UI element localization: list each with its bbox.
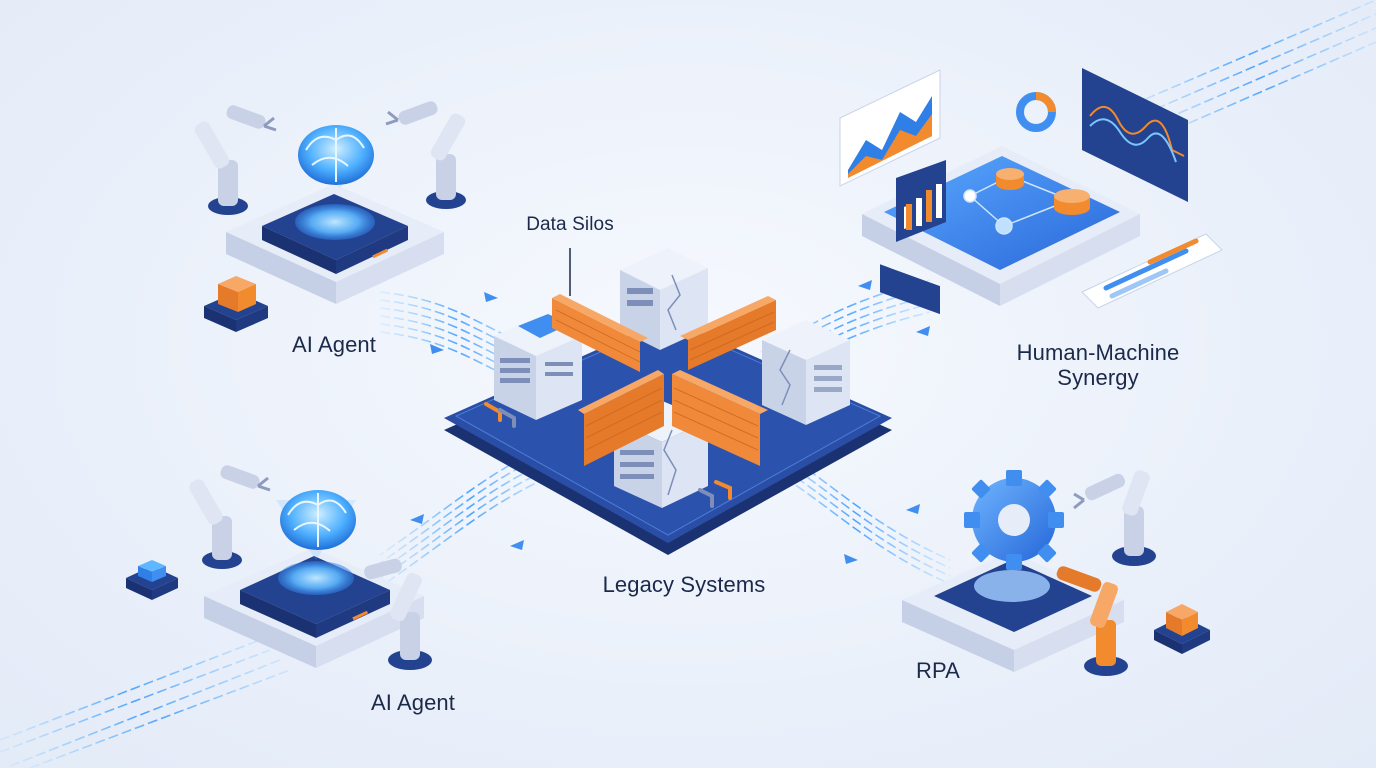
ai-agent-top-label: AI Agent: [292, 332, 376, 357]
rpa-station: [902, 470, 1210, 676]
cube-icon: [204, 276, 268, 332]
human-machine-synergy-label: Human-Machine Synergy: [1017, 340, 1180, 391]
legacy-systems-label: Legacy Systems: [602, 572, 766, 597]
robot-arm-icon: [189, 465, 271, 569]
ai-agent-top-station: [194, 101, 466, 332]
legacy-systems-platform: [444, 248, 892, 555]
brain-hologram-icon: [280, 490, 356, 550]
ai-agent-bottom-label: AI Agent: [371, 690, 455, 715]
human-machine-synergy-station: [839, 68, 1223, 315]
donut-chart-icon: [1016, 92, 1056, 132]
dashboard-chart-icon: [1082, 68, 1188, 202]
robot-arm-icon: [385, 101, 466, 209]
flow-arrows: [410, 280, 930, 564]
brick-wall-icon: [552, 294, 776, 466]
dashboard-chart-icon: [896, 160, 946, 242]
gear-icon: [964, 470, 1064, 570]
cube-icon: [126, 560, 178, 600]
dashboard-card-icon: [1081, 233, 1223, 309]
cylinder-icon: [996, 168, 1090, 215]
robot-arm-icon: [194, 105, 277, 215]
brain-hologram-icon: [298, 125, 374, 185]
rpa-label: RPA: [916, 658, 960, 683]
robot-arm-icon: [1056, 566, 1128, 676]
robot-arm-icon: [364, 558, 432, 670]
ai-agent-bottom-station: [126, 465, 432, 670]
human-machine-synergy-line2: Synergy: [1057, 365, 1139, 391]
cube-icon: [1154, 604, 1210, 654]
human-machine-synergy-line1: Human-Machine: [1016, 340, 1180, 365]
data-silos-label: Data Silos: [526, 214, 614, 235]
dashboard-chart-icon: [839, 69, 941, 187]
robot-arm-icon: [1073, 470, 1156, 566]
